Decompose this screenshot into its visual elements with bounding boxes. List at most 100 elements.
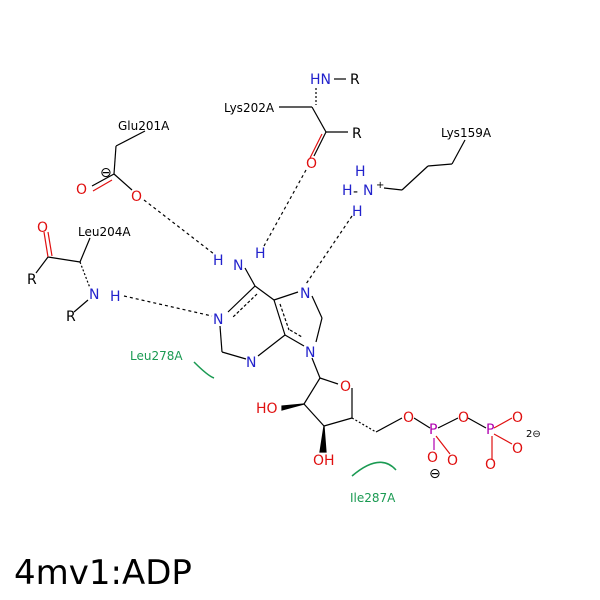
bond <box>319 377 339 385</box>
atom-h: H <box>213 253 224 269</box>
atom-n: N <box>213 312 223 328</box>
diagram-title: 4mv1:ADP <box>14 553 192 593</box>
bond <box>437 417 459 429</box>
atom-n: N <box>233 258 243 274</box>
hydrophobic-arc-leu278 <box>193 361 215 379</box>
bond <box>43 231 49 258</box>
bond <box>113 173 133 191</box>
bond <box>493 433 513 445</box>
bond <box>47 256 81 263</box>
hbond-glu201 <box>143 199 215 255</box>
atom-h: H <box>110 289 121 305</box>
hydrophobic-arc-ile287 <box>351 461 397 477</box>
bond <box>113 145 117 175</box>
atom-o: O <box>340 379 351 395</box>
bond <box>289 329 303 338</box>
charge-minus: ⊖ <box>429 466 441 482</box>
atom-o: O <box>403 410 414 426</box>
atom-labels: HN R R O O O ⊖ O R N H R H H - N + H H N… <box>27 72 541 482</box>
hydrophobic-contacts <box>193 361 397 477</box>
residue-label-leu278: Leu278A <box>130 349 183 363</box>
atom-r: R <box>352 126 362 142</box>
bond <box>315 317 323 343</box>
atom-o: O <box>427 450 438 466</box>
atom-o: O <box>306 156 317 172</box>
atom-o: O <box>37 220 48 236</box>
atom-o: O <box>447 453 458 469</box>
bond <box>467 417 487 429</box>
atom-n: N <box>89 287 99 303</box>
bond <box>91 173 115 187</box>
bond <box>79 237 91 263</box>
bond-dash: - <box>353 184 358 200</box>
bond <box>273 299 286 336</box>
bond <box>401 165 429 191</box>
atom-ho: HO <box>256 401 278 417</box>
residue-label-glu201: Glu201A <box>118 119 170 133</box>
bond <box>303 377 321 405</box>
bond <box>47 231 53 257</box>
bond <box>313 131 327 157</box>
atom-hn: HN <box>310 72 331 88</box>
charge-plus: + <box>376 180 384 191</box>
bond <box>323 417 353 427</box>
wedge-bond <box>281 403 305 411</box>
residue-label-lys159: Lys159A <box>441 126 492 140</box>
atom-p: P <box>429 422 437 438</box>
bond <box>451 139 466 165</box>
bond <box>92 179 113 192</box>
bond <box>427 163 453 167</box>
residue-label-leu204: Leu204A <box>78 225 131 239</box>
bond <box>351 417 377 433</box>
residue-label-lys202: Lys202A <box>224 101 275 115</box>
atom-o: O <box>76 182 87 198</box>
atom-oh: OH <box>313 453 335 469</box>
bond <box>231 293 258 319</box>
hbond-lys159 <box>305 215 353 285</box>
atom-n: N <box>363 183 373 199</box>
atom-n: N <box>246 355 256 371</box>
atom-h: H <box>342 183 353 199</box>
atom-h: H <box>355 164 366 180</box>
bond <box>115 130 146 147</box>
residue-labels: Lys202A Glu201A Leu204A Lys159A Leu278A … <box>78 101 492 505</box>
bond <box>435 435 451 455</box>
atom-n: N <box>300 286 310 302</box>
bond <box>35 256 49 274</box>
atom-r: R <box>27 272 37 288</box>
atom-o: O <box>131 189 142 205</box>
bond <box>219 325 223 353</box>
bond <box>284 334 305 347</box>
atom-o: O <box>512 410 523 426</box>
atom-n: N <box>305 345 315 361</box>
atom-o: O <box>458 410 469 426</box>
hydrogen-bonds <box>123 169 353 317</box>
charge-minus: ⊖ <box>100 165 112 181</box>
hbond-leu204 <box>123 295 213 317</box>
atom-o: O <box>485 457 496 473</box>
bond <box>309 133 323 159</box>
bond <box>73 299 89 313</box>
bond <box>311 106 327 133</box>
bond <box>375 417 403 433</box>
bond <box>311 357 321 379</box>
bond <box>383 187 403 191</box>
bond <box>493 417 513 429</box>
bond <box>413 417 431 429</box>
bond <box>244 267 256 287</box>
covalent-bonds <box>35 78 513 460</box>
bond <box>303 403 325 427</box>
atom-o: O <box>512 441 523 457</box>
bond <box>273 291 299 301</box>
bond <box>221 351 247 360</box>
atom-h: H <box>352 204 363 220</box>
bond <box>279 303 290 331</box>
atom-h: H <box>255 246 266 262</box>
wedge-bond <box>319 425 327 453</box>
bond <box>227 285 256 313</box>
bond <box>257 334 286 357</box>
bond <box>79 261 91 289</box>
residue-label-ile287: Ile287A <box>350 491 396 505</box>
